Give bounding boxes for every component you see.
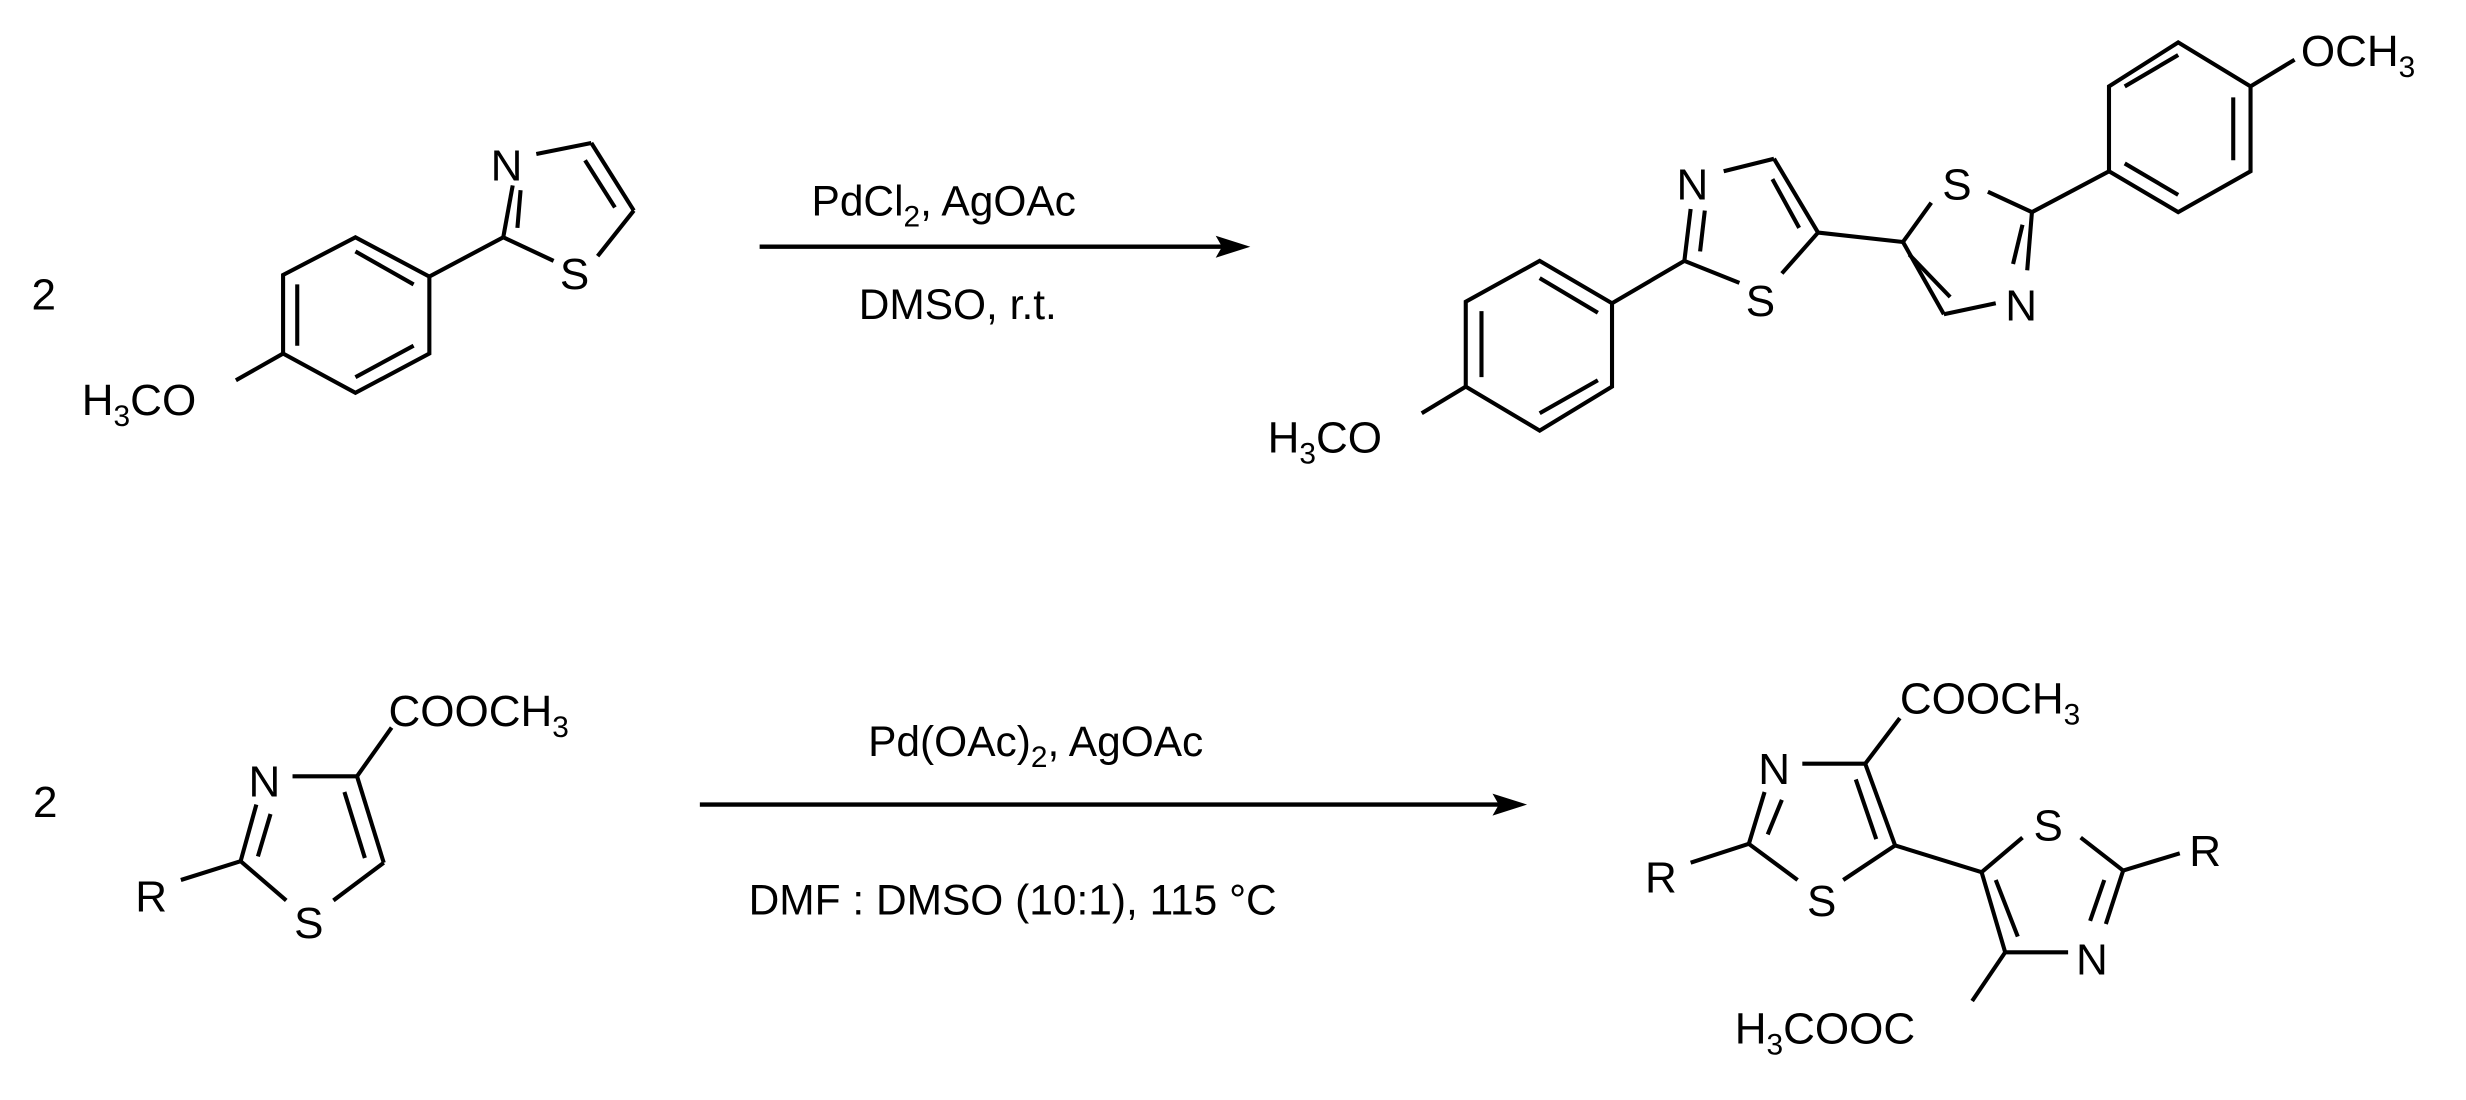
reactant-2-structure: R N S COOCH3 [135,687,569,948]
benzene-ring [1463,258,1615,433]
c-s-bond [502,235,555,263]
c-c-double-bond [1979,871,2008,953]
atom-label-r: R [1645,854,1677,903]
c-n-double-bond [1746,791,1767,845]
aryl-bond [428,235,505,279]
double-bond-inner [583,159,617,209]
atom-label-r: R [135,872,167,921]
double-bond-inner [1538,378,1599,416]
double-bond-inner [2123,161,2180,197]
reagents-label: PdCl2, AgOAc [812,177,1076,233]
r-bond [1690,841,1750,865]
double-bond-inner [2088,879,2107,922]
product-1-structure: N S S N H3CO OCH3 [1268,27,2416,471]
atom-label-s: S [1807,877,1836,926]
aryl-bond [1610,259,1686,306]
c-s-bond [1747,842,1799,882]
c-n-double-bond [238,804,259,862]
double-bond-inner [354,249,415,287]
arrow-head-icon [1492,793,1528,816]
atom-label-n: N [491,142,523,191]
product-2-structure: R N S S R N COOCH3 H3COOC [1645,674,2221,1061]
n-c-bond [535,140,592,157]
c-n-double-bond [1682,208,1693,262]
double-bond-inner [1993,879,2020,938]
c-c-double-bond [355,775,386,864]
atom-label-r: R [2189,827,2221,876]
ester-label-bottom: H3COOC [1735,1004,1915,1061]
ester-bond [1970,951,2007,1003]
atom-label-s: S [1746,277,1775,326]
double-bond-inner [255,813,273,858]
double-bond-inner [354,343,415,379]
atom-label-s: S [1942,161,1971,210]
conditions-label: DMF : DMSO (10:1), 115 °C [749,877,1277,924]
atom-label-n: N [2076,935,2108,984]
r-bond [180,859,242,882]
atom-label-n: N [2005,282,2037,331]
methoxy-label-right: OCH3 [2301,27,2415,84]
reaction-2: 2 R N S COOCH3 Pd(OAc)2, AgOAc DMF : DMS… [33,674,2221,1061]
c-s-bond [1842,843,1897,882]
ester-bond [355,726,394,778]
double-bond-inner [1907,253,1952,299]
benzene-ring [2106,40,2253,215]
s-c-bond [2079,835,2125,873]
ester-bond [1863,716,1902,765]
reaction-1: 2 N S H3CO PdCl2, AgOAc [31,27,2415,471]
stoichiometry-coefficient: 2 [33,778,57,827]
c-s-bond [596,209,636,258]
c-s-bond [1683,258,1741,285]
arrow-head-icon [1215,235,1251,258]
atom-label-n: N [1758,745,1790,794]
double-bond-inner [2011,224,2025,265]
atom-label-s: S [2034,802,2063,851]
atom-label-s: S [560,250,589,299]
atom-label-n: N [1677,161,1709,210]
methoxy-bond [234,351,285,383]
double-bond-inner [1538,276,1599,315]
methoxy-label-left: H3CO [1268,414,1382,471]
benzene-ring [281,234,432,396]
stoichiometry-coefficient: 2 [31,271,55,320]
methoxy-bond [1420,384,1467,416]
methoxy-bond [2249,57,2296,89]
ester-label: COOCH3 [388,687,568,744]
r-bond [2122,851,2181,873]
double-bond-inner [342,791,367,859]
c-n-bond [1943,301,1997,317]
double-bond-inner [1698,210,1707,252]
bithiazole-bond [1894,843,1983,875]
reaction-arrow-1: PdCl2, AgOAc DMSO, r.t. [759,177,1251,328]
c-c-double-bond [1901,240,1946,316]
reaction-arrow-2: Pd(OAc)2, AgOAc DMF : DMSO (10:1), 115 °… [699,718,1528,924]
c-n-double-bond [2103,869,2126,925]
c-s-bond [1780,231,1820,275]
c-c-double-bond [1863,763,1898,847]
n-c-bond [1723,156,1775,174]
reactant-1-structure: N S H3CO [82,140,636,433]
c-c-double-bond [589,141,636,212]
c-n-double-bond [501,185,515,238]
c-s-bond [1980,836,2024,874]
s-c-bond [1987,189,2033,214]
double-bond-inner [1853,778,1879,840]
atom-label-s: S [294,899,323,948]
reagents-label: Pd(OAc)2, AgOAc [868,718,1203,774]
conditions-label: DMSO, r.t. [859,281,1057,328]
double-bond-inner [515,189,523,229]
c-s-bond [332,861,385,903]
atom-label-n: N [248,758,280,807]
methoxy-label: H3CO [82,376,196,433]
c-s-bond [239,859,288,902]
double-bond-inner [1770,178,1801,229]
double-bond-inner [1765,799,1784,836]
double-bond-inner [2123,53,2180,89]
bithiazole-bond [1817,230,1904,245]
c-s-bond [1901,201,1933,244]
aryl-bond [2030,169,2110,214]
c-c-double-bond [1772,157,1820,234]
n-c-double-bond [2025,211,2034,271]
ester-label-top: COOCH3 [1900,674,2080,731]
